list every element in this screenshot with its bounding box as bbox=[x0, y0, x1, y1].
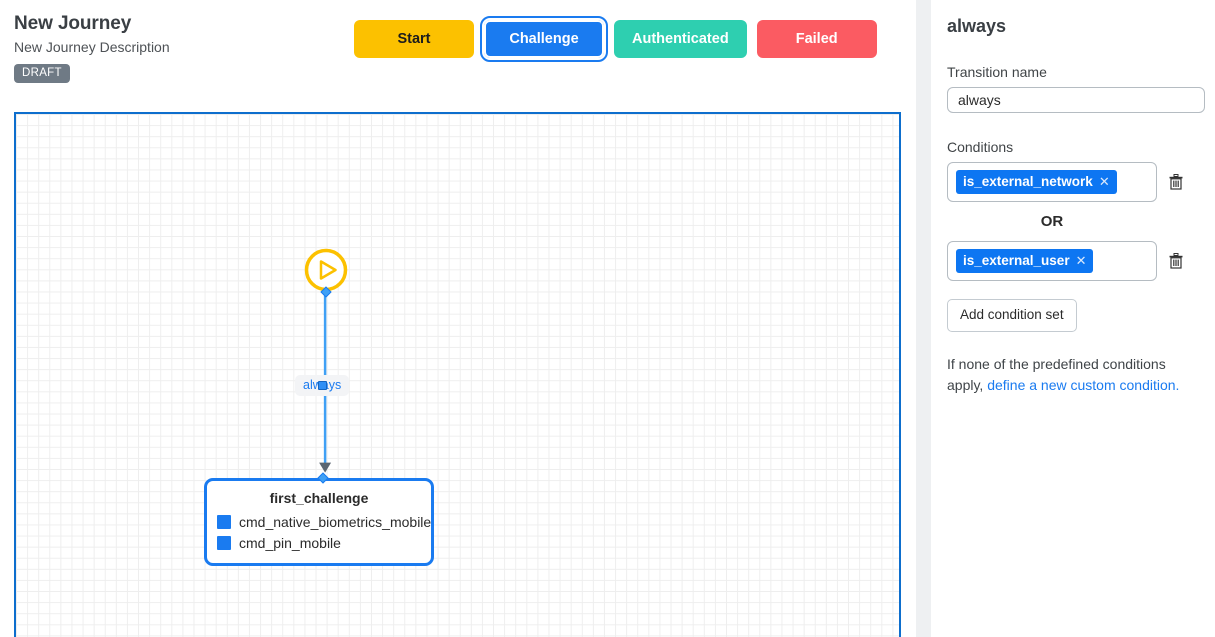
page-header: New Journey New Journey Description DRAF… bbox=[0, 0, 916, 110]
condition-set-input-1[interactable]: is_external_network ✕ bbox=[947, 162, 1157, 202]
edge-label-badge-icon bbox=[317, 381, 327, 390]
node-first-challenge[interactable]: first_challenge cmd_native_biometrics_mo… bbox=[204, 478, 434, 566]
node-item-row[interactable]: cmd_native_biometrics_mobile bbox=[217, 511, 431, 532]
canvas-grid bbox=[16, 114, 899, 637]
condition-tag[interactable]: is_external_network ✕ bbox=[956, 170, 1117, 194]
condition-tag-label: is_external_user bbox=[963, 253, 1070, 268]
condition-tag-label: is_external_network bbox=[963, 174, 1093, 189]
authenticator-chip-icon bbox=[217, 514, 231, 529]
custom-condition-link[interactable]: define a new custom condition. bbox=[987, 377, 1180, 393]
hint-text: If none of the predefined conditions app… bbox=[947, 356, 1166, 393]
transition-details-panel: always Transition name Conditions is_ext… bbox=[931, 0, 1215, 637]
condition-tag[interactable]: is_external_user ✕ bbox=[956, 249, 1094, 273]
panel-divider bbox=[916, 0, 931, 637]
add-condition-set-button[interactable]: Add condition set bbox=[947, 299, 1077, 332]
condition-set-row: is_external_user ✕ bbox=[947, 241, 1199, 281]
custom-condition-hint: If none of the predefined conditions app… bbox=[947, 354, 1192, 396]
title-block: New Journey New Journey Description DRAF… bbox=[14, 12, 170, 83]
delete-condition-set-button-1[interactable] bbox=[1167, 172, 1185, 192]
state-button-failed[interactable]: Failed bbox=[756, 20, 877, 58]
state-button-group: Start Challenge Authenticated Failed bbox=[354, 16, 877, 62]
main-area: New Journey New Journey Description DRAF… bbox=[0, 0, 916, 637]
panel-title: always bbox=[947, 16, 1007, 36]
close-icon[interactable]: ✕ bbox=[1098, 174, 1110, 189]
flow-canvas[interactable]: always first_challenge cmd_native_biomet… bbox=[14, 112, 901, 637]
node-item-label: cmd_pin_mobile bbox=[239, 534, 341, 551]
conditions-label: Conditions bbox=[947, 139, 1014, 155]
state-button-authenticated[interactable]: Authenticated bbox=[614, 20, 747, 58]
transition-name-input[interactable] bbox=[947, 87, 1205, 113]
delete-condition-set-button-2[interactable] bbox=[1167, 251, 1185, 271]
state-button-start[interactable]: Start bbox=[354, 20, 474, 58]
transition-name-label: Transition name bbox=[947, 64, 1047, 80]
close-icon[interactable]: ✕ bbox=[1075, 253, 1087, 268]
page-title: New Journey bbox=[14, 13, 132, 34]
node-item-row[interactable]: cmd_pin_mobile bbox=[217, 532, 421, 553]
node-title: first_challenge bbox=[269, 490, 369, 506]
flow-edges bbox=[319, 291, 332, 473]
condition-set-input-2[interactable]: is_external_user ✕ bbox=[947, 241, 1157, 281]
condition-set-row: is_external_network ✕ bbox=[947, 162, 1199, 202]
status-badge: DRAFT bbox=[14, 64, 70, 83]
trash-icon bbox=[1169, 174, 1183, 190]
node-item-label: cmd_native_biometrics_mobile bbox=[239, 513, 432, 530]
condition-or-separator: OR bbox=[1040, 213, 1064, 230]
page-description: New Journey Description bbox=[14, 39, 170, 55]
state-button-challenge[interactable]: Challenge bbox=[480, 16, 608, 62]
trash-icon bbox=[1169, 253, 1183, 269]
authenticator-chip-icon bbox=[217, 535, 231, 550]
edge-label-always[interactable]: always bbox=[295, 375, 350, 396]
